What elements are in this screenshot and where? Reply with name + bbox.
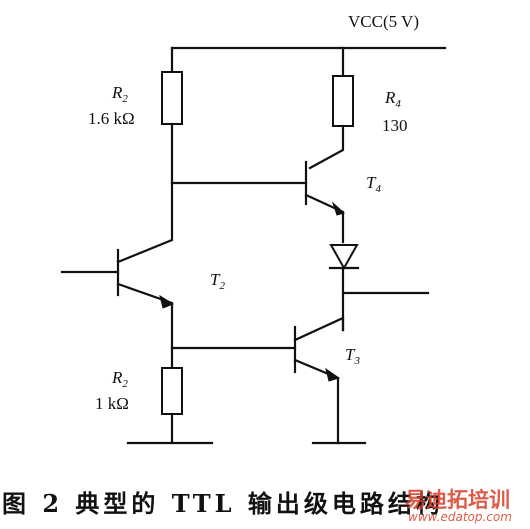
t2-collector	[116, 181, 174, 264]
watermark-logo: 易迪拓培训	[405, 488, 510, 512]
r2-bottom-name: R2	[111, 368, 128, 390]
figure-caption: 图 2 典型的 TTL 输出级电路结构 易迪拓培训 www.edatop.com	[0, 480, 530, 529]
t2-emitter-arrow	[159, 294, 175, 309]
r2-bottom-value: 1 kΩ	[95, 394, 129, 413]
resistor-r4	[332, 75, 354, 127]
watermark-url: www.edatop.com	[408, 510, 512, 524]
t3-label: T3	[345, 345, 360, 367]
diode-triangle	[329, 244, 359, 271]
vcc-label: VCC(5 V)	[348, 12, 419, 31]
t3-collector	[293, 316, 345, 342]
t4-emitter	[304, 193, 345, 244]
t2-emitter	[116, 282, 174, 350]
r2-top-name: R2	[111, 83, 128, 105]
caption-text: 图 2 典型的 TTL 输出级电路结构	[2, 489, 444, 518]
resistor-r2-top	[161, 71, 183, 125]
wire-r4-to-t4	[308, 124, 345, 170]
resistor-r2-bottom	[161, 367, 183, 415]
t4-emitter-arrow	[331, 201, 346, 216]
r4-value: 130	[382, 116, 408, 135]
t2-label: T2	[210, 270, 225, 292]
t3-emitter-arrow	[325, 367, 341, 382]
r4-name: R4	[384, 88, 401, 110]
r2-top-value: 1.6 kΩ	[88, 109, 135, 128]
t4-label: T4	[366, 173, 381, 195]
